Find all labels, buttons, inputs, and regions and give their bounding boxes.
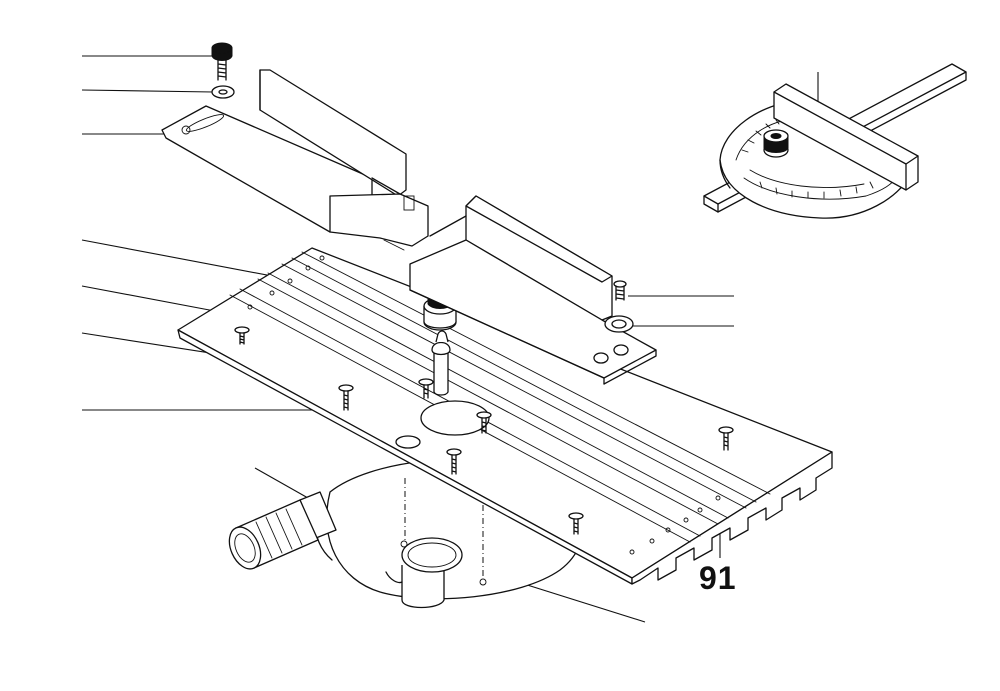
callout-91: 91 bbox=[699, 560, 737, 596]
protractor-ticks bbox=[741, 119, 874, 199]
fence-screw bbox=[613, 280, 627, 301]
fence-washer bbox=[604, 315, 634, 333]
router-table bbox=[177, 247, 833, 585]
miter-gauge bbox=[703, 63, 967, 219]
fence-front-half bbox=[409, 195, 657, 385]
table-screws bbox=[234, 326, 734, 535]
fence-rear-half bbox=[161, 69, 429, 251]
leader-line-dust-port bbox=[254, 467, 309, 499]
knob-screw bbox=[211, 42, 233, 81]
dust-port bbox=[228, 491, 337, 570]
washer bbox=[211, 85, 235, 99]
guide-pin bbox=[431, 330, 451, 396]
leader-line-washer bbox=[81, 89, 214, 93]
